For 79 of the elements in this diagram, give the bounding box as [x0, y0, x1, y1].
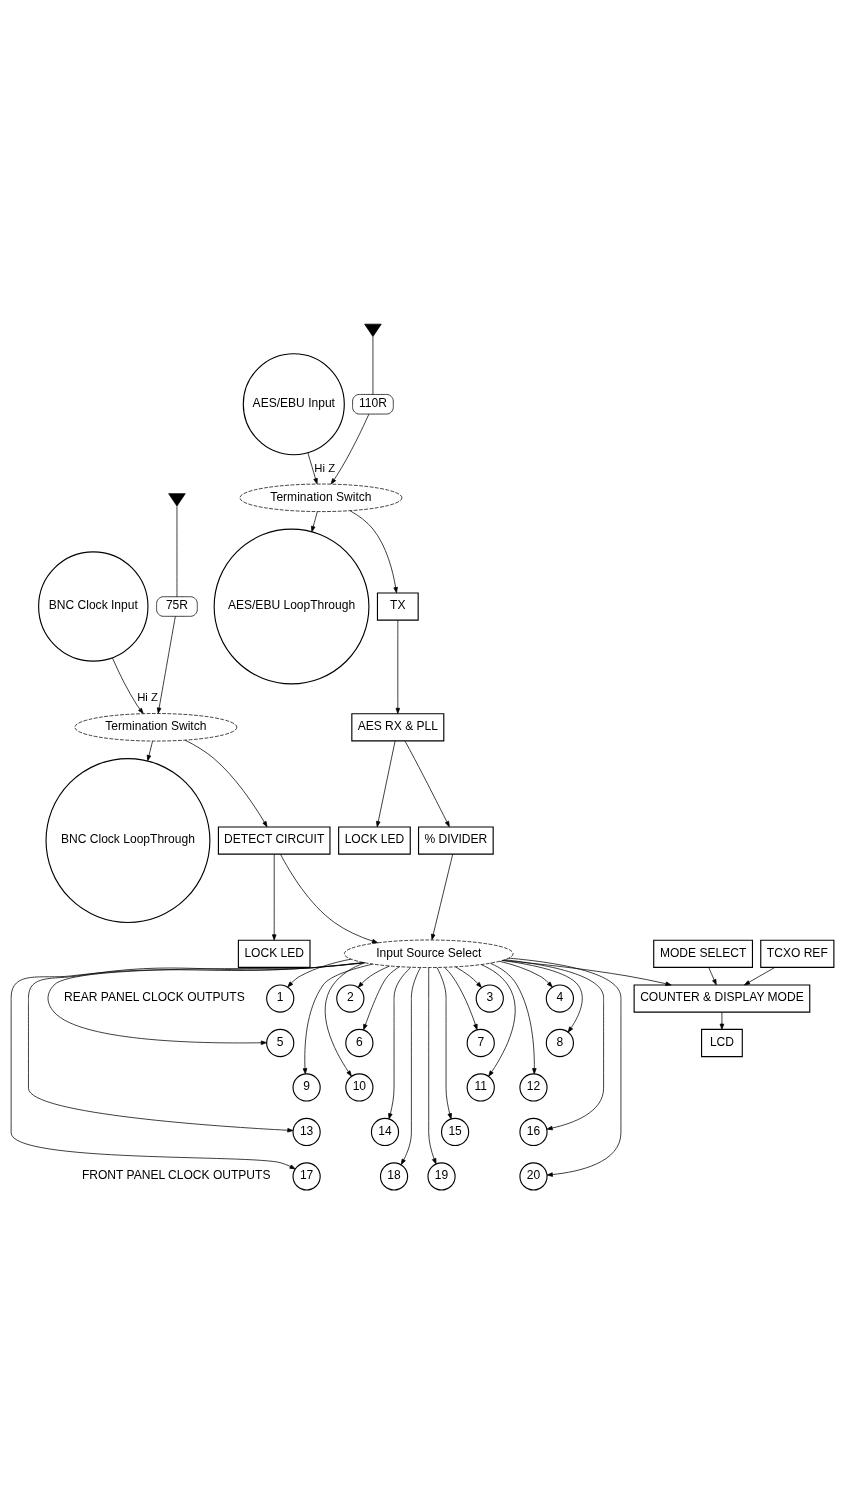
arrow	[271, 853, 277, 940]
arrow	[287, 958, 352, 987]
arrow	[363, 965, 400, 1030]
arrow	[480, 963, 516, 1077]
arrow	[280, 853, 378, 943]
arrow	[311, 510, 318, 532]
node-ground	[168, 492, 186, 506]
node-circle: AES/EBU Input	[242, 352, 345, 455]
node-circle: 6	[345, 1028, 374, 1057]
arrow	[502, 959, 583, 1033]
node-circle: 19	[427, 1161, 456, 1191]
node-box: LCD	[701, 1028, 743, 1057]
arrow	[719, 1011, 725, 1030]
node-circle: 7	[466, 1028, 495, 1057]
connector	[176, 505, 178, 597]
node-box: 110R	[352, 393, 394, 414]
node-circle: 9	[292, 1072, 321, 1102]
node-circle: 11	[466, 1072, 495, 1102]
arrow	[744, 966, 776, 985]
arrow	[28, 961, 365, 1132]
node-box: AES RX & PLL	[351, 712, 445, 741]
node-circle: 20	[519, 1161, 548, 1191]
node-circle: 1	[266, 983, 295, 1013]
node-circle: BNC Clock LoopThrough	[45, 757, 211, 923]
node-box: TX	[376, 591, 419, 621]
node-circle: 16	[519, 1117, 548, 1146]
arrow	[499, 960, 553, 987]
arrow	[508, 957, 622, 1177]
connector	[372, 335, 374, 395]
arrow	[504, 958, 604, 1130]
node-box: LOCK LED	[338, 825, 411, 855]
node-box: % DIVIDER	[417, 825, 494, 855]
node-box: LOCK LED	[237, 939, 311, 968]
arrow	[404, 740, 450, 827]
arrow	[431, 853, 454, 940]
node-circle: AES/EBU LoopThrough	[213, 528, 370, 684]
arrow	[156, 615, 176, 714]
edge-label: Hi Z	[137, 690, 158, 703]
node-ellipse: Termination Switch	[74, 712, 238, 741]
node-circle: 5	[266, 1028, 295, 1057]
arrow	[146, 740, 153, 761]
node-ellipse: Termination Switch	[239, 483, 403, 512]
node-box: DETECT CIRCUIT	[217, 825, 331, 855]
node-circle: 17	[292, 1161, 321, 1191]
arrow	[184, 739, 268, 827]
arrow	[708, 966, 717, 985]
node-circle: 18	[379, 1161, 409, 1191]
arrow	[302, 963, 373, 1074]
node-circle: 13	[292, 1117, 321, 1146]
arrow	[388, 966, 412, 1119]
arrow	[47, 961, 364, 1045]
node-circle: 14	[370, 1117, 400, 1146]
node-box: 75R	[156, 595, 198, 617]
arrow	[307, 451, 318, 484]
arrow	[376, 740, 396, 827]
label: FRONT PANEL CLOCK OUTPUTS	[81, 1167, 271, 1182]
arrow	[357, 965, 390, 988]
arrow	[455, 966, 482, 988]
arrow	[330, 413, 370, 484]
arrow	[349, 509, 398, 593]
node-box: MODE SELECT	[653, 939, 754, 968]
node-circle: 15	[440, 1117, 470, 1146]
node-circle: 10	[345, 1072, 374, 1102]
arrow	[489, 962, 537, 1074]
edge-label: Hi Z	[314, 461, 336, 474]
arrow	[444, 966, 478, 1030]
arrow	[112, 657, 144, 714]
node-circle: BNC Clock Input	[38, 550, 149, 662]
arrow	[10, 961, 365, 1169]
arrow	[395, 619, 401, 714]
node-box: TCXO REF	[760, 939, 835, 968]
node-circle: 8	[545, 1028, 574, 1057]
node-circle: 12	[519, 1072, 548, 1102]
label: REAR PANEL CLOCK OUTPUTS	[63, 989, 245, 1004]
node-ground	[364, 323, 382, 337]
arrow	[400, 966, 421, 1165]
arrow	[428, 966, 437, 1164]
arrow	[436, 966, 452, 1119]
arrow	[324, 961, 365, 1076]
